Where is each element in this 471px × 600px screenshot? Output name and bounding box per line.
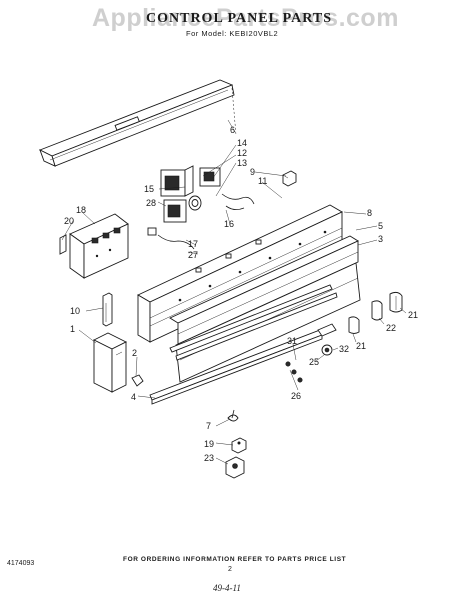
part-socket-23 [225,456,245,479]
callout-16: 16 [224,219,234,229]
part-screws-26 [285,361,303,383]
part-left-control-block [69,213,129,279]
callout-27: 27 [188,250,198,260]
callout-4: 4 [131,392,136,402]
panel-holes [178,230,327,302]
callout-17: 17 [188,239,198,249]
document-number: 4174093 [7,560,35,567]
part-bracket-19 [231,437,247,454]
part-switch-module [199,167,221,187]
callout-22: 22 [386,323,396,333]
callout-labels: 6 14 12 13 9 11 15 28 16 17 27 18 20 8 5… [64,125,418,463]
callout-32: 32 [339,344,349,354]
part-insert-32 [317,323,337,337]
part-wire-harness [147,193,255,250]
callout-28: 28 [146,198,156,208]
part-left-end-cap [92,332,128,393]
callout-6: 6 [230,125,235,135]
part-end-clip-22 [371,300,383,321]
callout-10: 10 [70,306,80,316]
page-number: 2 [228,566,232,573]
callout-15: 15 [144,184,154,194]
part-end-clip-21-right [389,291,403,313]
callout-21-right: 21 [408,310,418,320]
part-knob-25 [321,344,333,356]
part-spring-7 [227,409,239,422]
callout-26: 26 [291,391,301,401]
part-top-trim-strip [38,79,237,167]
watermark: AppliancePartsPros.com [92,4,399,32]
part-timer-module [163,199,187,223]
callout-11: 11 [258,176,267,186]
leader-lines [61,119,407,465]
callout-12: 12 [237,148,247,158]
callout-13: 13 [237,158,247,168]
callout-7: 7 [206,421,211,431]
part-clip [131,374,144,387]
ordering-note: FOR ORDERING INFORMATION REFER TO PARTS … [123,556,347,563]
callout-18: 18 [76,205,86,215]
callout-25: 25 [309,357,319,367]
callout-31: 31 [287,336,297,346]
callout-8: 8 [367,208,372,218]
part-bracket-20 [59,234,67,255]
callout-20: 20 [64,216,74,226]
model-line: For Model: KEBI20VBL2 [186,29,279,38]
revision-date: 49-4-11 [213,583,241,593]
part-knob-ring [188,195,202,211]
part-lower-panel-plate [169,235,359,345]
callout-1: 1 [70,324,75,334]
part-clock-module [160,165,194,197]
callout-14: 14 [237,138,247,148]
part-bracket-10 [102,292,113,327]
callout-9: 9 [250,167,255,177]
callout-21-mid: 21 [356,341,366,351]
part-end-clip-21-mid [348,316,360,334]
page-title: CONTROL PANEL PARTS [146,11,333,26]
part-inner-strip [169,284,338,361]
callout-2: 2 [132,348,137,358]
part-small-knob [282,170,297,187]
callout-19: 19 [204,439,214,449]
callout-23: 23 [204,453,214,463]
callout-3: 3 [378,234,383,244]
callout-5: 5 [378,221,383,231]
